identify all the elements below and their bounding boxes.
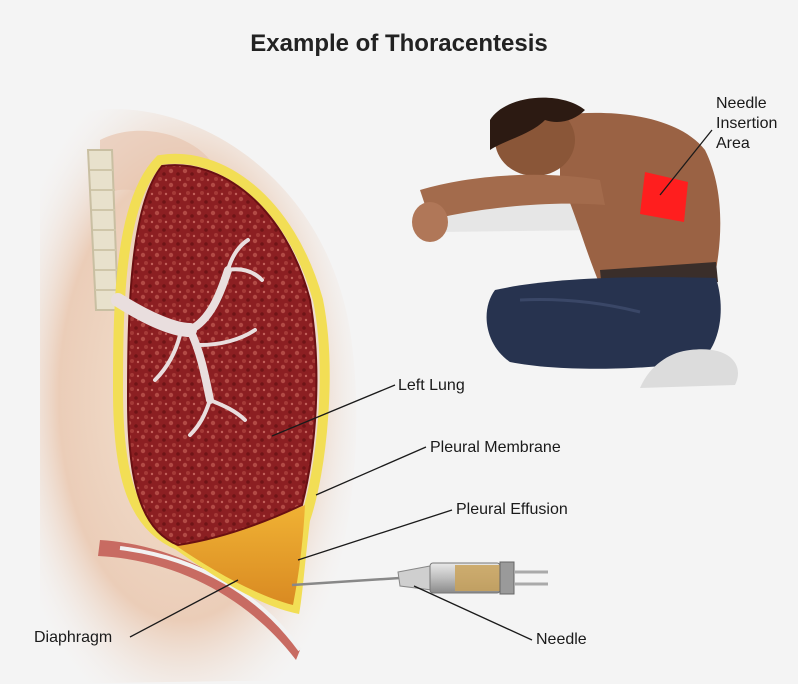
patient-figure <box>412 98 738 388</box>
label-needle-insertion-area: Needle Insertion Area <box>716 94 777 154</box>
label-pleural-membrane: Pleural Membrane <box>430 438 561 457</box>
label-diaphragm: Diaphragm <box>34 628 112 647</box>
label-left-lung: Left Lung <box>398 376 465 395</box>
label-needle: Needle <box>536 630 587 649</box>
label-pleural-effusion: Pleural Effusion <box>456 500 568 519</box>
diagram-title: Example of Thoracentesis <box>0 30 798 58</box>
